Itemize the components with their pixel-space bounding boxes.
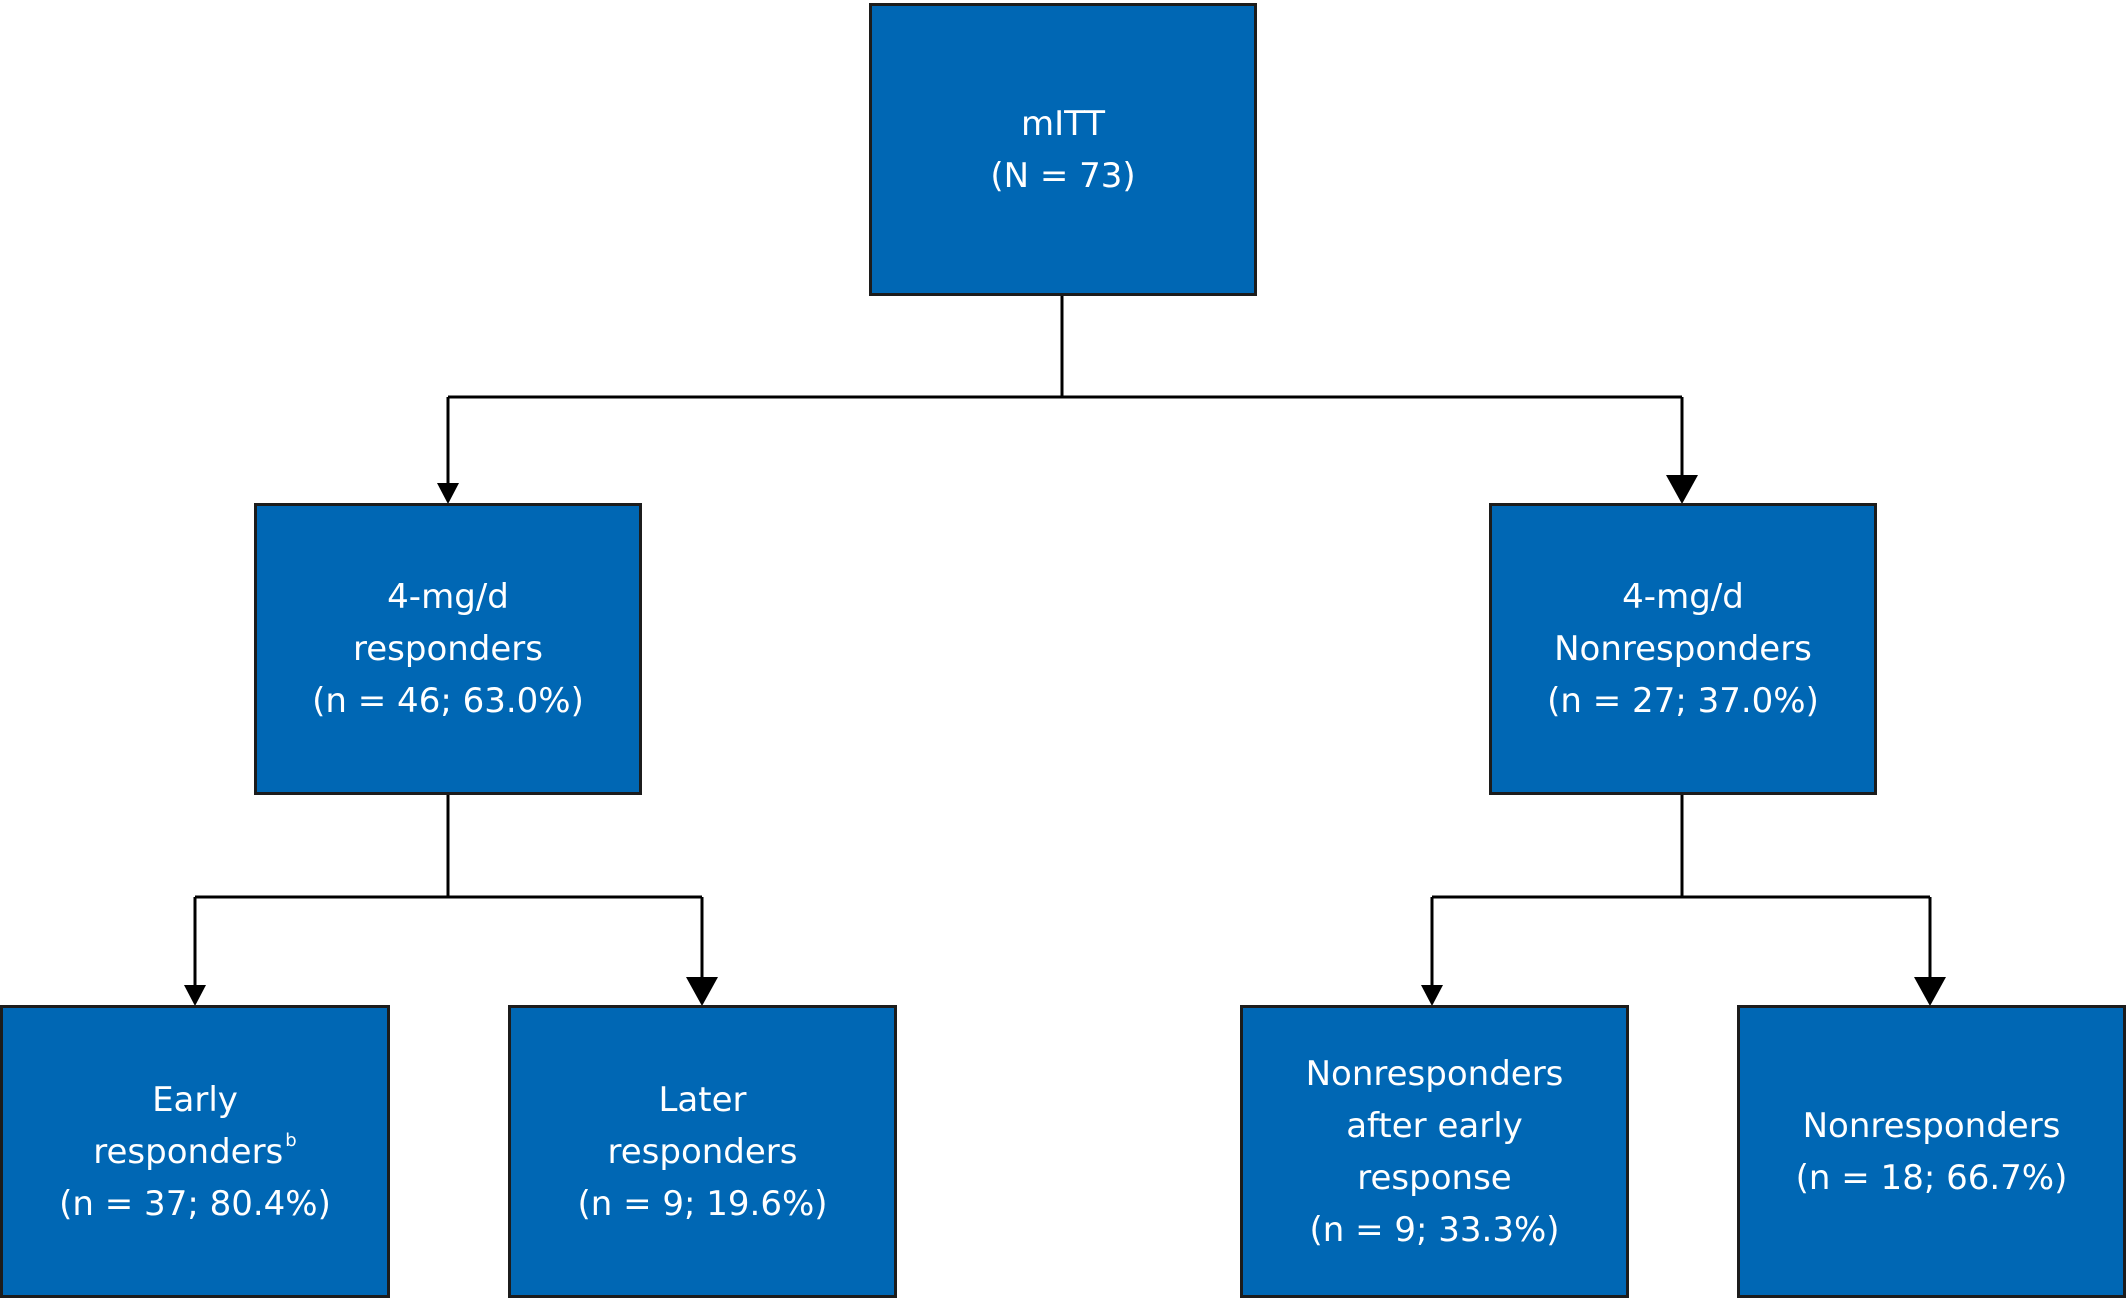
- node-mitt-line-2: (N = 73): [990, 155, 1136, 196]
- node-early-responders-line-2-text: responders: [93, 1131, 284, 1172]
- arrowhead-responders: [437, 483, 459, 504]
- node-4mg-responders: 4-mg/d responders (n = 46; 63.0%): [254, 503, 642, 795]
- arrowhead-later: [686, 977, 718, 1006]
- node-4mg-responders-line-2: responders: [353, 629, 543, 669]
- node-after-early-line-4: (n = 9; 33.3%): [1309, 1209, 1560, 1250]
- footnote-marker-b: b: [285, 1130, 297, 1152]
- arrowhead-nonresp-final: [1914, 977, 1946, 1006]
- node-later-responders-line-2: responders: [607, 1131, 798, 1172]
- node-early-responders-line-3: (n = 37; 80.4%): [59, 1183, 331, 1224]
- node-after-early-line-1: Nonresponders: [1305, 1053, 1564, 1094]
- node-later-responders-line-3: (n = 9; 19.6%): [577, 1183, 828, 1224]
- node-4mg-nonresponders-line-3: (n = 27; 37.0%): [1547, 681, 1819, 721]
- node-after-early-line-3: response: [1357, 1157, 1512, 1198]
- node-after-early-line-2: after early: [1346, 1105, 1523, 1146]
- arrowhead-nonresponders: [1666, 475, 1698, 504]
- node-later-responders: Later responders (n = 9; 19.6%): [508, 1005, 897, 1298]
- node-nonresponders-final-line-2: (n = 18; 66.7%): [1795, 1157, 2068, 1198]
- node-4mg-nonresponders-line-1: 4-mg/d: [1622, 577, 1744, 617]
- node-4mg-responders-line-3: (n = 46; 63.0%): [312, 681, 584, 721]
- node-nonresponders-final-line-1: Nonresponders: [1802, 1105, 2061, 1146]
- node-4mg-nonresponders: 4-mg/d Nonresponders (n = 27; 37.0%): [1489, 503, 1877, 795]
- node-nonresponders-final: Nonresponders (n = 18; 66.7%): [1737, 1005, 2126, 1298]
- arrowhead-early: [184, 985, 206, 1006]
- arrowhead-after-early: [1421, 985, 1443, 1006]
- node-later-responders-line-1: Later: [658, 1079, 747, 1120]
- node-nonresponders-after-early-response: Nonresponders after early response (n = …: [1240, 1005, 1629, 1298]
- node-4mg-responders-line-1: 4-mg/d: [387, 577, 509, 617]
- node-early-responders-line-1: Early: [152, 1079, 238, 1120]
- node-mitt-line-1: mITT: [1020, 103, 1106, 144]
- node-4mg-nonresponders-line-2: Nonresponders: [1554, 629, 1812, 669]
- node-mitt: mITT (N = 73): [869, 3, 1257, 296]
